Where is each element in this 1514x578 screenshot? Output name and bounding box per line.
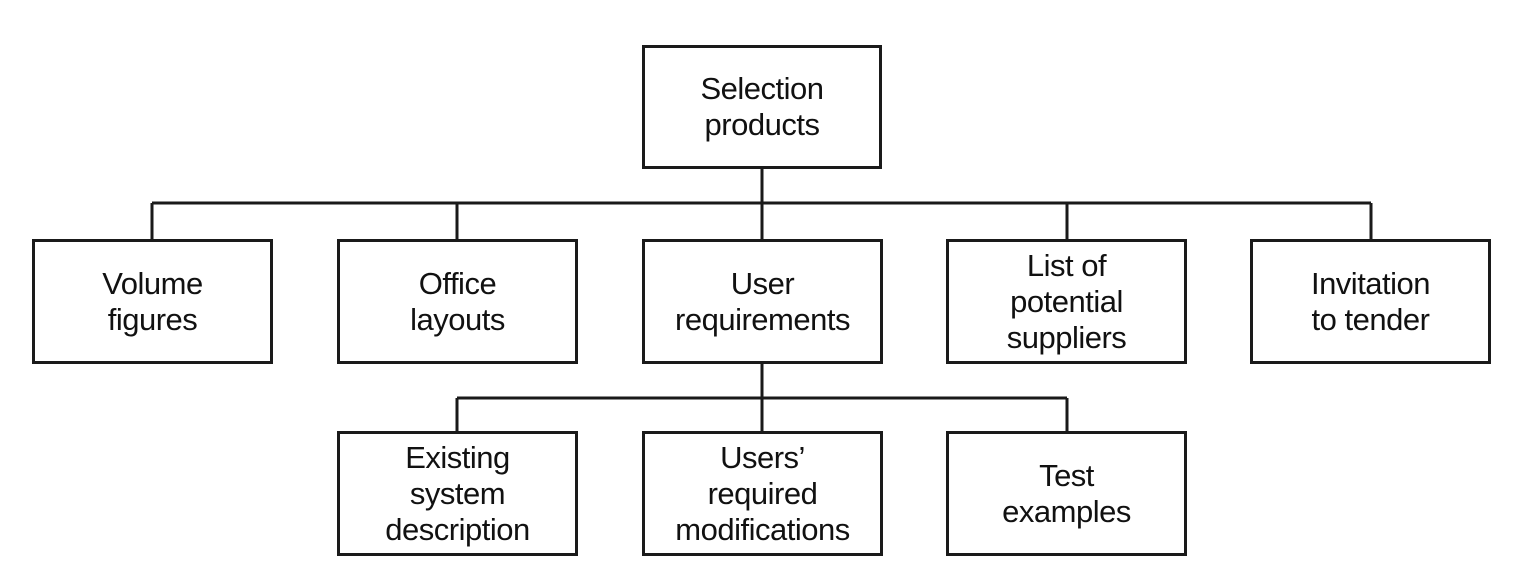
node-user-requirements: User requirements <box>642 239 883 364</box>
node-label-line: required <box>707 475 818 511</box>
node-label: Users’ required modifications <box>675 439 850 548</box>
node-invitation-to-tender: Invitation to tender <box>1250 239 1491 364</box>
node-label-line: Office <box>418 265 497 301</box>
node-label-line: products <box>704 107 820 142</box>
node-label: Office layouts <box>410 266 505 338</box>
node-label-line: Volume <box>102 265 203 301</box>
node-label: Selection products <box>700 71 824 143</box>
node-label-line: figures <box>107 301 198 337</box>
node-label-line: description <box>385 511 530 547</box>
node-label-line: requirements <box>675 301 850 337</box>
node-office-layouts: Office layouts <box>337 239 578 364</box>
node-label-line: suppliers <box>1006 319 1127 355</box>
node-label-line: List of <box>1026 247 1107 283</box>
node-label: User requirements <box>675 266 850 338</box>
node-label-line: examples <box>1002 493 1131 529</box>
node-label-line: User <box>730 265 795 301</box>
node-label: Existing system description <box>385 439 530 548</box>
node-label-line: modifications <box>675 511 850 547</box>
node-label-line: Selection <box>700 71 824 106</box>
node-label-line: layouts <box>410 301 505 337</box>
node-selection-products: Selection products <box>642 45 882 169</box>
node-label-line: potential <box>1010 283 1123 319</box>
node-label-line: Existing <box>405 439 510 475</box>
node-label-line: Users’ <box>720 439 805 475</box>
node-list-of-potential-suppliers: List of potential suppliers <box>946 239 1187 364</box>
node-label: Test examples <box>1002 458 1131 530</box>
node-label: List of potential suppliers <box>1007 248 1127 356</box>
node-label-line: system <box>409 475 506 511</box>
node-volume-figures: Volume figures <box>32 239 273 364</box>
node-label: Volume figures <box>102 265 203 338</box>
node-label-line: Invitation <box>1310 265 1431 301</box>
node-label: Invitation to tender <box>1310 265 1431 338</box>
node-label-line: to tender <box>1311 301 1430 337</box>
node-existing-system-description: Existing system description <box>337 431 578 556</box>
node-test-examples: Test examples <box>946 431 1187 556</box>
node-label-line: Test <box>1039 457 1094 493</box>
node-users-required-modifications: Users’ required modifications <box>642 431 883 556</box>
